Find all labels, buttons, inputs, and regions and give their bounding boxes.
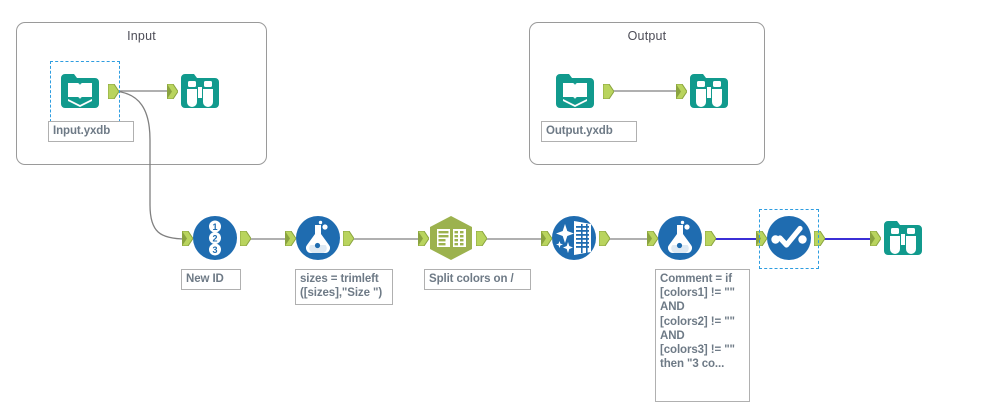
tool-annotation-output[interactable]: Output.yxdb	[541, 121, 637, 142]
input-port[interactable]	[647, 231, 658, 246]
formula-tool[interactable]	[657, 215, 703, 261]
output-port[interactable]	[108, 84, 119, 99]
svg-text:1: 1	[212, 222, 217, 232]
numbered-circles-icon: 1 2 3	[193, 216, 237, 260]
input-port[interactable]	[541, 231, 552, 246]
output-port[interactable]	[599, 231, 610, 246]
formula-tool[interactable]	[295, 215, 341, 261]
input-port[interactable]	[182, 231, 193, 246]
input-data-tool[interactable]	[57, 68, 103, 114]
container-title: Input	[127, 29, 156, 43]
browse-tool[interactable]	[177, 68, 223, 114]
tool-annotation-formula-1[interactable]: sizes = trimleft ([sizes],"Size ")	[295, 269, 393, 305]
svg-text:3: 3	[212, 245, 217, 255]
tool-annotation-new-id[interactable]: New ID	[181, 269, 241, 290]
sparkle-document-icon	[552, 216, 596, 260]
container-title: Output	[627, 29, 667, 43]
input-port[interactable]	[870, 231, 881, 246]
binoculars-folder-icon	[884, 221, 922, 255]
browse-tool[interactable]	[880, 215, 926, 261]
data-cleansing-tool[interactable]	[551, 215, 597, 261]
output-port[interactable]	[705, 231, 716, 246]
text-to-columns-tool[interactable]	[428, 215, 474, 261]
input-port[interactable]	[676, 84, 687, 99]
input-port[interactable]	[756, 231, 767, 246]
flask-icon	[296, 216, 340, 260]
output-port[interactable]	[603, 84, 614, 99]
flask-icon	[658, 216, 702, 260]
tool-annotation-split-colors[interactable]: Split colors on /	[424, 269, 531, 290]
output-port[interactable]	[240, 231, 251, 246]
output-data-tool[interactable]	[552, 68, 598, 114]
output-port[interactable]	[814, 231, 825, 246]
tool-annotation-input[interactable]: Input.yxdb	[48, 121, 134, 142]
table-split-icon	[430, 216, 472, 260]
browse-tool[interactable]	[686, 68, 732, 114]
input-port[interactable]	[285, 231, 296, 246]
input-port[interactable]	[418, 231, 429, 246]
checkmark-dots-icon	[767, 216, 811, 260]
binoculars-folder-icon	[690, 74, 728, 108]
selection-marquee-select-tool	[759, 209, 819, 269]
select-tool[interactable]	[766, 215, 812, 261]
tool-annotation-formula-2[interactable]: Comment = if [colors1] != "" AND [colors…	[655, 269, 750, 402]
open-book-folder-icon	[556, 74, 594, 108]
record-id-tool[interactable]: 1 2 3	[192, 215, 238, 261]
svg-text:2: 2	[212, 234, 217, 244]
open-book-folder-icon	[61, 74, 99, 108]
output-port[interactable]	[343, 231, 354, 246]
output-port[interactable]	[476, 231, 487, 246]
binoculars-folder-icon	[181, 74, 219, 108]
input-port[interactable]	[167, 84, 178, 99]
